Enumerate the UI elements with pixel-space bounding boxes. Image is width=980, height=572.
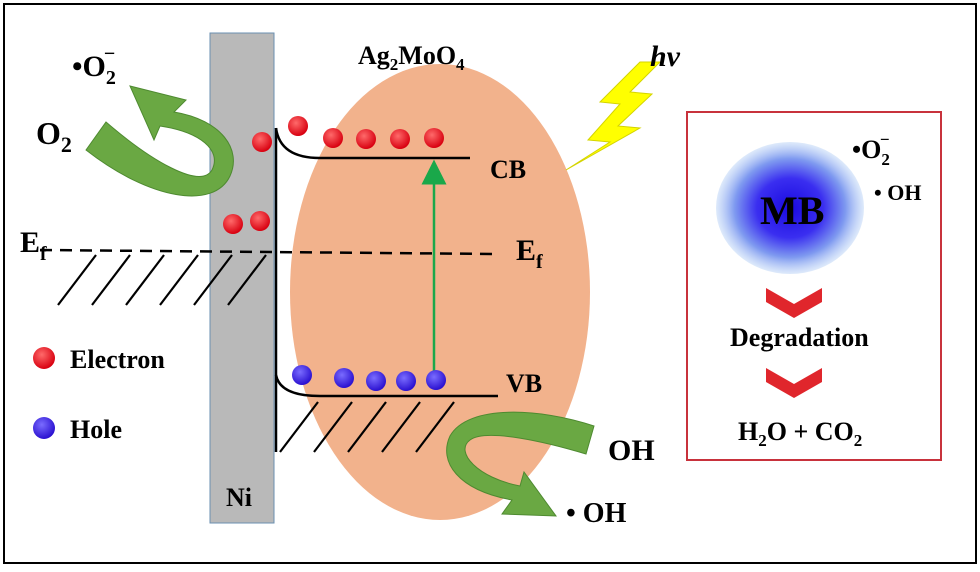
chevron-down-icon xyxy=(766,368,822,398)
ni-metal-bar xyxy=(209,32,275,524)
fermi-right-label: Ef xyxy=(516,234,543,273)
panel-superoxide-label: •O2− xyxy=(852,130,890,169)
electron-ni xyxy=(250,211,270,231)
oh-label: OH xyxy=(608,434,655,467)
fermi-level-line xyxy=(39,248,499,256)
degradation-label: Degradation xyxy=(730,323,869,352)
hole-vb xyxy=(292,365,312,385)
degradation-panel: MB •O2− • OH Degradation H2O + CO2 xyxy=(686,111,942,461)
products-label: H2O + CO2 xyxy=(738,417,862,450)
legend-electron-icon xyxy=(33,347,55,369)
hole-vb xyxy=(426,370,446,390)
hydroxyl-radical-label: • OH xyxy=(566,498,627,529)
chevron-down-icon xyxy=(766,288,822,318)
hole-vb xyxy=(334,368,354,388)
lightning-icon xyxy=(565,61,662,171)
legend-electron-label: Electron xyxy=(70,345,165,374)
electron-ni xyxy=(223,214,243,234)
electron-cb xyxy=(288,116,308,136)
electron-cb xyxy=(424,128,444,148)
electron-ni xyxy=(252,132,272,152)
panel-hydroxyl-label: • OH xyxy=(874,180,921,205)
cb-label: CB xyxy=(490,155,526,184)
hole-vb xyxy=(366,371,386,391)
electron-cb xyxy=(356,129,376,149)
mb-label: MB xyxy=(760,188,824,233)
legend-hole-label: Hole xyxy=(70,415,122,444)
hv-label: hv xyxy=(650,40,681,73)
ag2moo4-label: Ag2MoO4 xyxy=(358,41,465,74)
electron-cb xyxy=(390,129,410,149)
cb-band-line xyxy=(274,127,470,160)
ag2moo4-particle xyxy=(290,64,590,520)
ni-label: Ni xyxy=(226,483,252,512)
oh-oxidation-arrow xyxy=(446,411,595,517)
vb-band-line xyxy=(274,374,498,398)
hole-vb xyxy=(396,371,416,391)
vb-label: VB xyxy=(506,369,542,398)
fermi-left-label: Ef xyxy=(20,226,47,265)
outer-frame xyxy=(3,3,977,564)
electron-cb xyxy=(323,128,343,148)
vb-hatching xyxy=(279,401,455,453)
metal-hatching xyxy=(57,254,267,306)
o2-reduction-arrow xyxy=(85,85,234,197)
panel-border xyxy=(686,111,942,461)
o2-label: O2 xyxy=(36,115,72,157)
mb-molecule xyxy=(716,142,864,274)
legend-hole-icon xyxy=(33,417,55,439)
superoxide-label: •O2− xyxy=(72,43,116,89)
